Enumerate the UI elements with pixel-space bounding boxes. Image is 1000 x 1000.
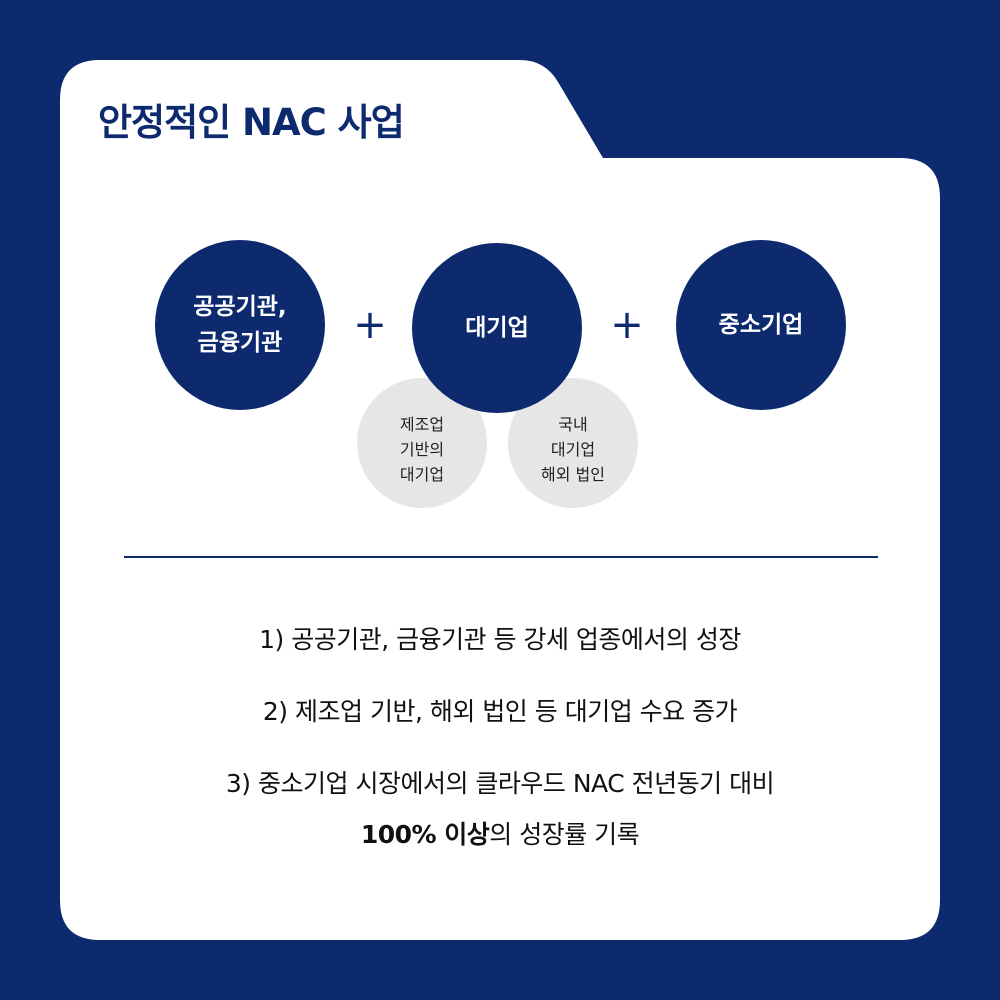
subcircle-right-line1: 국내 <box>558 414 588 434</box>
plus-icon: + <box>610 302 644 348</box>
circle-enterprise-label: 대기업 <box>465 315 529 341</box>
point-3-highlight: 100% 이상 <box>360 820 490 849</box>
subcircle-right-line3: 해외 법인 <box>541 464 605 484</box>
point-3-line1: 3) 중소기업 시장에서의 클라우드 NAC 전년동기 대비 <box>225 769 775 798</box>
point-1: 1) 공공기관, 금융기관 등 강세 업종에서의 성장 <box>259 625 741 654</box>
circle-enterprise: 대기업 <box>412 243 582 413</box>
point-2: 2) 제조업 기반, 해외 법인 등 대기업 수요 증가 <box>262 697 738 726</box>
circle-public-finance: 공공기관, 금융기관 <box>155 240 325 410</box>
circle-public-line1: 공공기관, <box>193 294 287 320</box>
plus-icon: + <box>353 302 387 348</box>
circle-smb: 중소기업 <box>676 240 846 410</box>
subcircle-left-line2: 기반의 <box>399 439 445 459</box>
subcircle-left-line3: 대기업 <box>399 464 445 484</box>
circle-smb-label: 중소기업 <box>718 312 804 338</box>
circle-public-line2: 금융기관 <box>197 330 283 356</box>
point-3-line2: 100% 이상의 성장률 기록 <box>0 815 1000 851</box>
subcircle-left-line1: 제조업 <box>399 414 445 434</box>
point-3-rest: 의 성장률 기록 <box>489 820 640 849</box>
page-title: 안정적인 NAC 사업 <box>98 101 405 144</box>
subcircle-right-line2: 대기업 <box>550 439 596 459</box>
divider <box>124 556 878 558</box>
